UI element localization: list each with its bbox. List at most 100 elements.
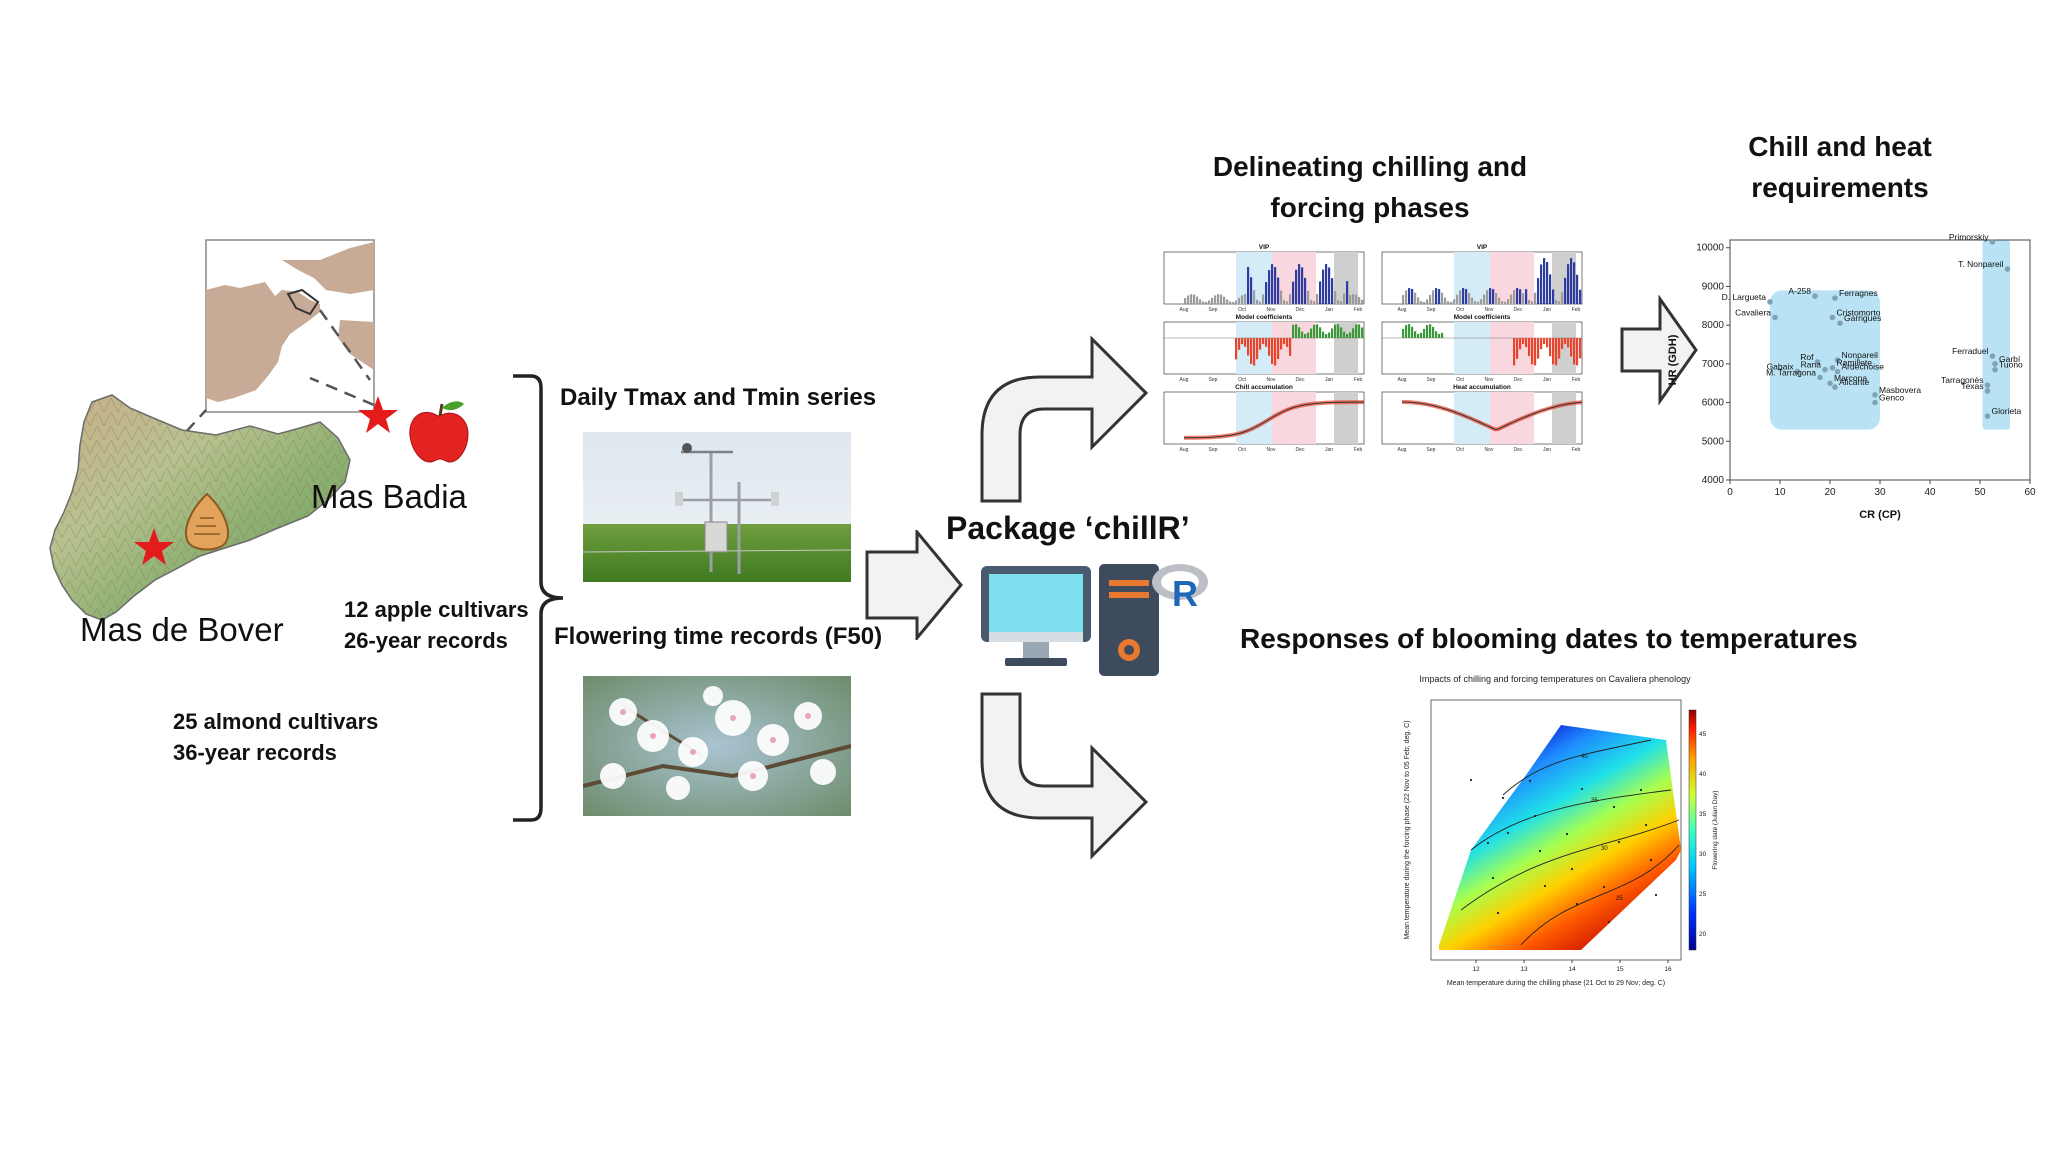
mas-badia-label: Mas Badia (311, 478, 467, 515)
x-axis-label: Mean temperature during the chilling pha… (1447, 980, 1665, 987)
month-tick-label: Feb (1572, 377, 1581, 383)
mas-badia-star-icon (358, 396, 398, 433)
coefficient-bar (1513, 338, 1516, 366)
month-tick-label: Dec (1514, 447, 1523, 453)
y-tick-label: 9000 (1702, 281, 1725, 292)
y-tick-label: 8000 (1702, 320, 1725, 331)
contour-label: 40 (1581, 754, 1588, 760)
mas-de-bover-description: 25 almond cultivars 36-year records (173, 706, 378, 768)
vip-bar (1337, 300, 1340, 304)
almond-records-text: 36-year records (173, 740, 337, 765)
curly-brace (513, 374, 564, 822)
observation-point (1501, 796, 1505, 800)
vip-bar (1223, 296, 1226, 304)
vip-bar (1316, 293, 1319, 304)
contour-label: 25 (1616, 896, 1623, 902)
vip-bar (1402, 295, 1405, 304)
x-tick-label: 50 (1974, 487, 1986, 498)
vip-bar (1462, 288, 1465, 304)
coefficient-bar (1549, 338, 1552, 357)
vip-bar (1465, 289, 1468, 304)
coefficient-bar (1310, 328, 1313, 338)
coefficient-bar (1405, 325, 1408, 338)
observation-point (1491, 876, 1495, 880)
data-point (1834, 368, 1841, 375)
coefficient-bar (1537, 338, 1540, 359)
observation-point (1612, 805, 1616, 809)
coefficient-bar (1402, 329, 1405, 338)
coefficient-bar (1414, 331, 1417, 338)
pls-panel-title: Chill accumulation (1235, 384, 1293, 391)
vip-bar (1423, 301, 1426, 304)
pls-panel-title: Model coefficients (1454, 314, 1511, 321)
coefficient-bar (1358, 324, 1361, 338)
data-point (1992, 366, 1998, 373)
observation-point (1543, 884, 1547, 888)
coefficient-bar (1244, 338, 1247, 347)
month-tick-label: Feb (1354, 447, 1363, 453)
data-point (1984, 413, 1991, 419)
observation-point (1565, 832, 1569, 836)
coefficient-bar (1438, 333, 1441, 338)
contour-label: 30 (1601, 846, 1608, 852)
coefficient-bar (1552, 338, 1555, 365)
vip-bar (1441, 292, 1444, 304)
coefficient-bar (1429, 324, 1432, 338)
coefficient-bar (1519, 338, 1522, 350)
y-axis-label: HR (GDH) (1667, 334, 1679, 385)
vip-bar (1295, 269, 1298, 304)
colorbar (1688, 709, 1697, 951)
coefficient-bar (1289, 338, 1292, 356)
coefficient-bar (1525, 338, 1528, 348)
data-point (1812, 293, 1818, 299)
y-tick-label: 5000 (1702, 436, 1725, 447)
vip-bar (1196, 296, 1199, 304)
heatmap-title: Impacts of chilling and forcing temperat… (1419, 674, 1691, 684)
vip-bar (1459, 290, 1462, 304)
coefficient-bar (1262, 338, 1265, 345)
month-tick-label: Aug (1180, 377, 1189, 383)
coefficient-bar (1298, 327, 1301, 338)
vip-bar (1226, 299, 1229, 304)
coefficient-bar (1543, 338, 1546, 345)
vip-bar (1301, 267, 1304, 304)
vip-bar (1193, 294, 1196, 304)
month-tick-label: Nov (1485, 447, 1494, 453)
vip-bar (1205, 301, 1208, 304)
point-label: Primorskiy (1949, 232, 1989, 242)
coefficient-bar (1570, 338, 1573, 357)
vip-bar (1501, 301, 1504, 304)
month-tick-label: Feb (1572, 307, 1581, 313)
contour-label: 35 (1591, 798, 1598, 804)
y-tick-label: 6000 (1702, 398, 1725, 409)
month-tick-label: Dec (1296, 377, 1305, 383)
observation-point (1506, 831, 1510, 835)
vip-bar (1292, 281, 1295, 304)
vip-bar (1522, 293, 1525, 304)
coefficient-bar (1346, 333, 1349, 338)
observation-point (1469, 778, 1473, 782)
coefficient-bar (1546, 338, 1549, 348)
vip-bar (1325, 264, 1328, 304)
arrow-to-phases (980, 335, 1149, 503)
month-tick-label: Sep (1427, 447, 1436, 453)
month-tick-label: Dec (1296, 307, 1305, 313)
coefficient-bar (1576, 338, 1579, 366)
observation-point (1580, 787, 1584, 791)
vip-bar (1211, 297, 1214, 304)
phenology-heatmap: Impacts of chilling and forcing temperat… (1404, 674, 1719, 987)
coefficient-bar (1328, 332, 1331, 338)
vip-bar (1456, 294, 1459, 304)
forcing-phase-band (1490, 322, 1534, 374)
colorbar-tick-label: 40 (1699, 771, 1707, 778)
vip-bar (1274, 267, 1277, 304)
vip-bar (1564, 277, 1567, 304)
vip-bar (1486, 290, 1489, 304)
coefficient-bar (1292, 324, 1295, 338)
vip-bar (1289, 294, 1292, 304)
month-tick-label: Oct (1238, 307, 1246, 313)
coefficient-bar (1534, 338, 1537, 366)
vip-bar (1546, 262, 1549, 304)
coefficient-bar (1426, 325, 1429, 338)
